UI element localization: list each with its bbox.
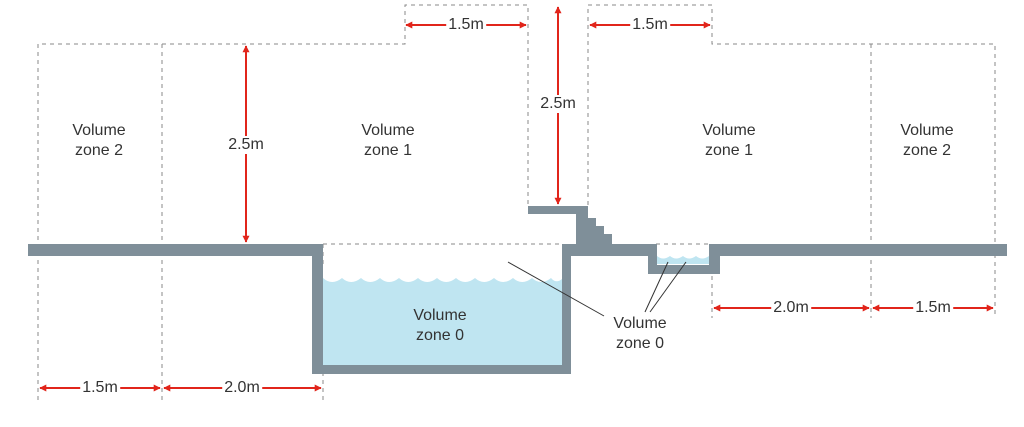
left-zone2-label: Volume zone 2	[72, 122, 126, 159]
dim-bottom-right-zone1-width: 2.0m	[771, 299, 811, 317]
pool-water	[323, 266, 562, 365]
pool-water-waves	[323, 266, 562, 282]
dim-center-height: 2.5m	[538, 95, 578, 113]
dim-bottom-left-zone1-width: 2.0m	[222, 379, 262, 397]
ground-structure	[28, 244, 1007, 374]
zone-boundary-dashed-outline	[37, 4, 996, 400]
footbath-water	[657, 253, 709, 264]
footbath-zone0-label: Volume zone 0	[613, 315, 667, 352]
right-zone2-label: Volume zone 2	[900, 122, 954, 159]
left-zone1-label: Volume zone 1	[361, 122, 415, 159]
pool-zone0-label: Volume zone 0	[413, 307, 467, 344]
dim-left-height: 2.5m	[226, 136, 266, 154]
zone0-leader-lines	[507, 261, 687, 317]
right-zone1-label: Volume zone 1	[702, 122, 756, 159]
dim-top-right-width: 1.5m	[630, 16, 670, 34]
footbath-water-waves	[657, 253, 709, 259]
dim-bottom-left-zone2-width: 1.5m	[80, 379, 120, 397]
dim-top-left-width: 1.5m	[446, 16, 486, 34]
pool-steps	[528, 206, 612, 256]
dim-bottom-right-zone2-width: 1.5m	[913, 299, 953, 317]
